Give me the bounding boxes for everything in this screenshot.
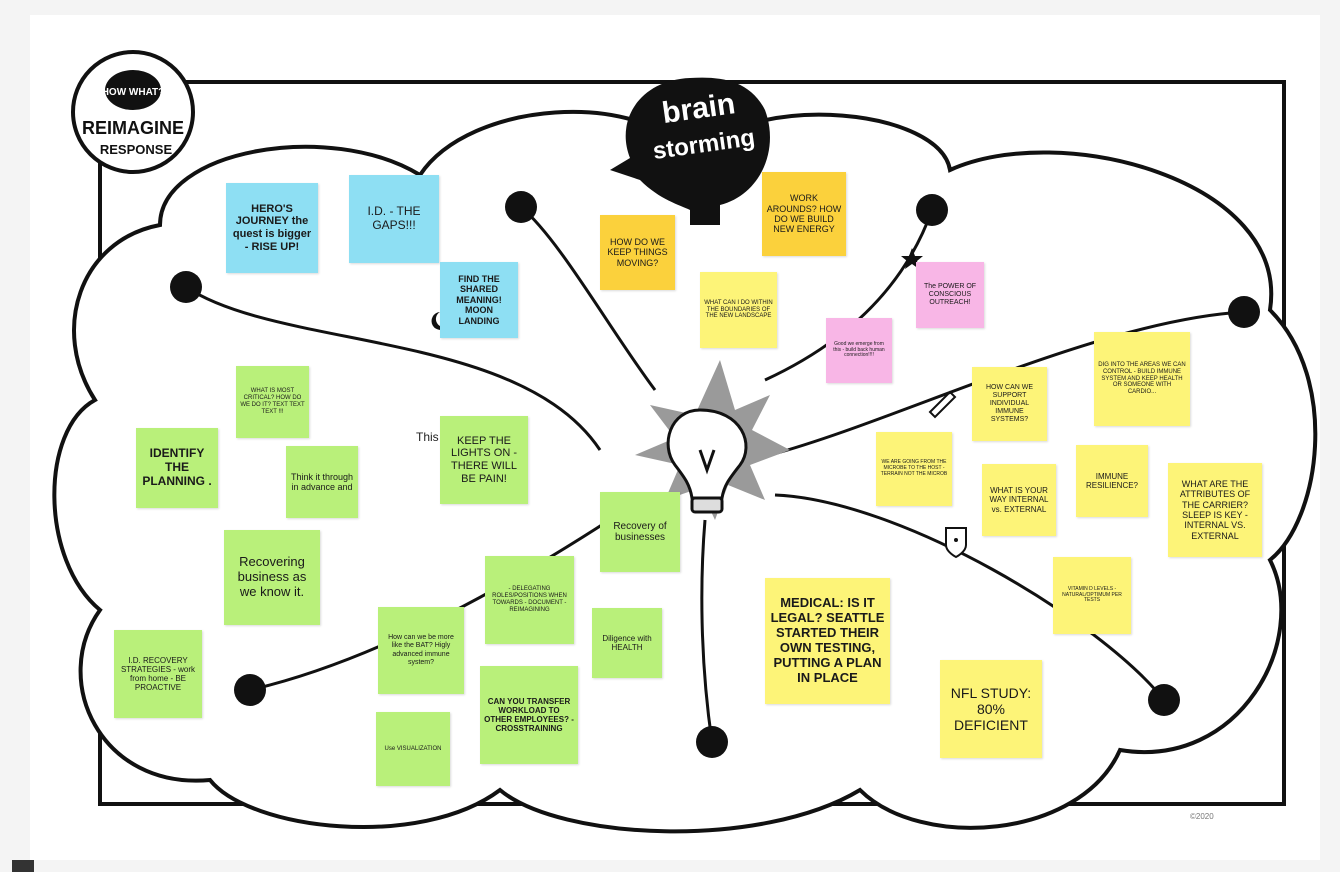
note-more-like-bat[interactable]: How can we be more like the BAT? Higly a… (378, 607, 464, 694)
note-keep-things-moving[interactable]: HOW DO WE KEEP THINGS MOVING? (600, 215, 675, 290)
endpoint-dot (1148, 684, 1180, 716)
note-medical-legal[interactable]: MEDICAL: IS IT LEGAL? SEATTLE STARTED TH… (765, 578, 890, 704)
note-power-of-outreach[interactable]: The POWER OF CONSCIOUS OUTREACH! (916, 262, 984, 328)
note-microbe-to-host[interactable]: WE ARE GOING FROM THE MICROBE TO THE HOS… (876, 432, 952, 506)
spoke-right-bottom (774, 493, 1166, 701)
note-attributes-of-carrier[interactable]: WHAT ARE THE ATTRIBUTES OF THE CARRIER? … (1168, 463, 1262, 557)
brainstorming-badge: brain storming (610, 77, 770, 226)
reimagine-logo: HOW WHAT? REIMAGINE RESPONSE (71, 50, 195, 174)
stray-text: This (416, 430, 439, 444)
note-think-it-through[interactable]: Think it through in advance and (286, 446, 358, 518)
note-identify-planning[interactable]: IDENTIFY THE PLANNING . (136, 428, 218, 508)
shield-dot (954, 538, 958, 542)
endpoint-dot (696, 726, 728, 758)
endpoint-dot (505, 191, 537, 223)
note-within-boundaries[interactable]: WHAT CAN I DO WITHIN THE BOUNDARIES OF T… (700, 272, 777, 348)
note-use-visualization[interactable]: Use VISUALIZATION (376, 712, 450, 786)
note-diligence-health[interactable]: Diligence with HEALTH (592, 608, 662, 678)
note-shared-meaning[interactable]: FIND THE SHARED MEANING! MOON LANDING (440, 262, 518, 338)
note-recovering-business[interactable]: Recovering business as we know it. (224, 530, 320, 625)
spoke-left-top (185, 285, 602, 451)
note-build-connection[interactable]: Good we emerge from this - build back hu… (826, 318, 892, 383)
note-nfl-study[interactable]: NFL STUDY: 80% DEFICIENT (940, 660, 1042, 758)
note-vitamin-d[interactable]: VITAMIN D LEVELS - NATURAL/OPTIMUM PER T… (1053, 557, 1131, 634)
note-work-arounds[interactable]: WORK AROUNDS? HOW DO WE BUILD NEW ENERGY (762, 172, 846, 256)
endpoint-dot (170, 271, 202, 303)
shield-icon (945, 527, 967, 559)
lightbulb-icon (666, 408, 748, 514)
note-heros-journey[interactable]: HERO'S JOURNEY the quest is bigger - RIS… (226, 183, 318, 273)
note-id-gaps[interactable]: I.D. - THE GAPS!!! (349, 175, 439, 263)
note-delegating[interactable]: - DELEGATING ROLES/POSITIONS WHEN TOWARD… (485, 556, 574, 644)
endpoint-dot (916, 194, 948, 226)
note-what-is-most-critical[interactable]: WHAT IS MOST CRITICAL? HOW DO WE DO IT? … (236, 366, 309, 438)
endpoint-dot (234, 674, 266, 706)
copyright-label: ©2020 (1190, 812, 1214, 821)
moon-icon (431, 312, 448, 330)
spoke-endpoints (170, 191, 1260, 758)
note-dig-into-areas[interactable]: DIG INTO THE AREAS WE CAN CONTROL - BUIL… (1094, 332, 1190, 426)
note-what-is-your-way[interactable]: WHAT IS YOUR WAY INTERNAL vs. EXTERNAL (982, 464, 1056, 536)
logo-top-text: HOW WHAT? (102, 87, 165, 98)
note-keep-lights-on[interactable]: KEEP THE LIGHTS ON - THERE WILL BE PAIN! (440, 416, 528, 504)
corner-mark (12, 860, 34, 872)
spoke-top-right (764, 209, 934, 382)
note-transfer-workload[interactable]: CAN YOU TRANSFER WORKLOAD TO OTHER EMPLO… (480, 666, 578, 764)
note-immune-resilience[interactable]: IMMUNE RESILIENCE? (1076, 445, 1148, 517)
endpoint-dot (1228, 296, 1260, 328)
spoke-bottom (700, 519, 714, 743)
spoke-top-left (520, 205, 657, 391)
logo-main-text: REIMAGINE (82, 118, 184, 138)
note-recovery-of-businesses[interactable]: Recovery of businesses (600, 492, 680, 572)
logo-sub-text: RESPONSE (100, 142, 173, 157)
note-recovery-strategies[interactable]: I.D. RECOVERY STRATEGIES - work from hom… (114, 630, 202, 718)
note-support-immune[interactable]: HOW CAN WE SUPPORT INDIVIDUAL IMMUNE SYS… (972, 367, 1047, 441)
pen-icon (928, 390, 957, 419)
